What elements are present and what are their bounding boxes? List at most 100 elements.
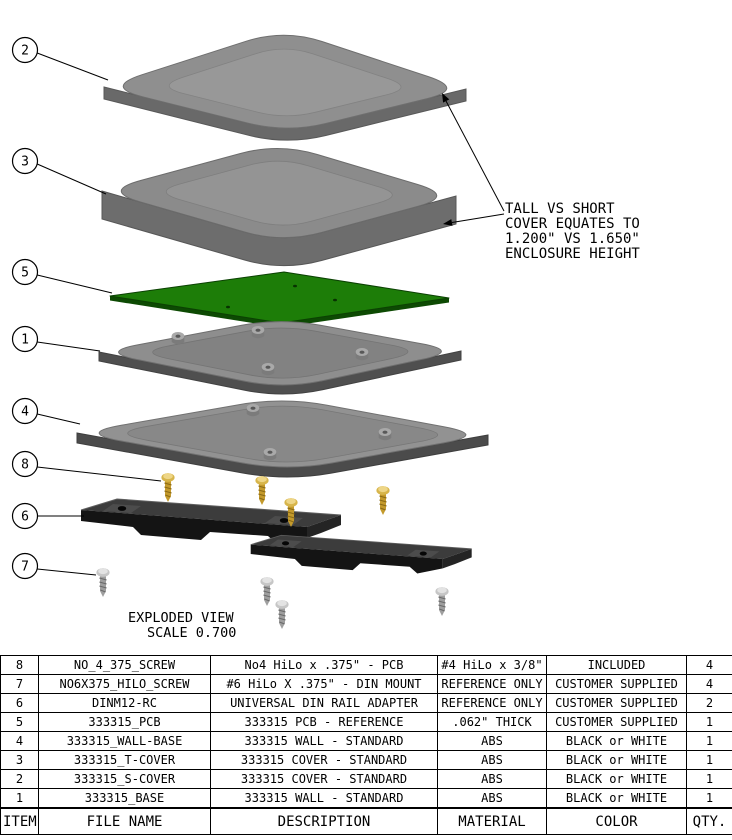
bom-row-6: 6 DINM12-RC UNIVERSAL DIN RAIL ADAPTER R… [0, 693, 732, 713]
standoff-boss [246, 404, 260, 417]
din-rail-adapter [250, 534, 473, 574]
balloon-label: 8 [21, 458, 29, 473]
bom-row-5: 5 333315_PCB 333315 PCB - REFERENCE .062… [0, 712, 732, 732]
note-line: TALL VS SHORT [505, 201, 615, 217]
balloon-5: 5 [11, 258, 39, 286]
standoff-boss [378, 428, 392, 441]
cell-qty: 1 [686, 712, 732, 732]
short-cover-plateau [168, 48, 402, 117]
balloon-circle [11, 552, 39, 580]
note-arrows [442, 93, 505, 226]
cell-description: #6 HiLo X .375" - DIN MOUNT [210, 674, 438, 694]
pcb-top [109, 271, 450, 324]
standoff-boss [171, 332, 185, 345]
base-interior [152, 327, 409, 379]
short-cover-part [103, 34, 467, 141]
note-arrow-line [445, 100, 505, 212]
balloon-label: 6 [21, 510, 29, 525]
cell-color: CUSTOMER SUPPLIED [546, 693, 687, 713]
cell-file-name: 333315_T-COVER [38, 750, 211, 770]
view-scale: SCALE 0.700 [147, 625, 236, 641]
cell-description: 333315 WALL - STANDARD [210, 731, 438, 751]
note-line: ENCLOSURE HEIGHT [505, 246, 640, 262]
col-header-file-name: FILE NAME [38, 807, 211, 835]
cover-height-note: TALL VS SHORT COVER EQUATES TO 1.200" VS… [505, 201, 640, 262]
cell-qty: 2 [686, 693, 732, 713]
cell-item: 8 [0, 655, 39, 675]
cell-material: ABS [437, 769, 547, 789]
col-header-qty: QTY. [686, 807, 732, 835]
leader-lines [37, 52, 162, 576]
leader-line [37, 466, 162, 482]
din-screw [434, 586, 450, 617]
cell-qty: 1 [686, 731, 732, 751]
cell-item: 6 [0, 693, 39, 713]
note-line: 1.200" VS 1.650" [505, 231, 640, 247]
balloon-label: 1 [21, 333, 29, 348]
balloon-6: 6 [11, 502, 39, 530]
cell-material: ABS [437, 788, 547, 809]
wall-base-part [76, 400, 489, 478]
cell-item: 5 [0, 712, 39, 732]
cell-qty: 4 [686, 655, 732, 675]
balloon-circle [11, 325, 39, 353]
note-arrowhead [442, 93, 450, 103]
cell-material: REFERENCE ONLY [437, 693, 547, 713]
tall-cover-plateau [165, 160, 393, 226]
balloon-7: 7 [11, 552, 39, 580]
bom-row-7: 7 NO6X375_HILO_SCREW #6 HiLo X .375" - D… [0, 674, 732, 694]
wall-base-interior [127, 405, 439, 463]
cell-file-name: DINM12-RC [38, 693, 211, 713]
cell-material: .062" THICK [437, 712, 547, 732]
balloon-circle [11, 502, 39, 530]
col-header-item: ITEM [0, 807, 39, 835]
cell-color: BLACK or WHITE [546, 750, 687, 770]
note-line: COVER EQUATES TO [505, 216, 640, 232]
balloon-label: 5 [21, 266, 29, 281]
cell-color: BLACK or WHITE [546, 769, 687, 789]
din-screw [95, 567, 111, 598]
leader-line [37, 341, 101, 352]
balloon-label: 4 [21, 405, 29, 420]
bom-row-3: 3 333315_T-COVER 333315 COVER - STANDARD… [0, 750, 732, 770]
pcb-screw [375, 485, 391, 516]
note-arrowhead [443, 219, 453, 226]
cell-file-name: 333315_BASE [38, 788, 211, 809]
cell-material: ABS [437, 731, 547, 751]
view-title: EXPLODED VIEW [128, 610, 235, 626]
cell-file-name: 333315_PCB [38, 712, 211, 732]
balloon-circle [11, 450, 39, 478]
cell-description: 333315 COVER - STANDARD [210, 750, 438, 770]
cell-description: UNIVERSAL DIN RAIL ADAPTER [210, 693, 438, 713]
leader-line [37, 568, 97, 576]
balloon-circle [11, 258, 39, 286]
cell-item: 3 [0, 750, 39, 770]
exploded-view-drawing: 2 3 5 1 4 8 6 7 TALL VS SHORT COVER EQUA… [11, 34, 640, 641]
pcb-part [109, 271, 450, 328]
leader-line [37, 163, 107, 195]
col-header-material: MATERIAL [437, 807, 547, 835]
cell-color: BLACK or WHITE [546, 731, 687, 751]
cell-file-name: 333315_WALL-BASE [38, 731, 211, 751]
balloon-circle [11, 397, 39, 425]
cell-material: ABS [437, 750, 547, 770]
col-header-color: COLOR [546, 807, 687, 835]
bom-row-8: 8 NO_4_375_SCREW No4 HiLo x .375" - PCB … [0, 655, 732, 675]
standoff-boss [263, 448, 277, 461]
din-screw [259, 576, 275, 607]
cell-item: 1 [0, 788, 39, 809]
cell-material: #4 HiLo x 3/8" [437, 655, 547, 675]
pcb-hole [293, 284, 297, 288]
bom-table: 8 NO_4_375_SCREW No4 HiLo x .375" - PCB … [0, 655, 732, 835]
col-header-description: DESCRIPTION [210, 807, 438, 835]
cell-description: 333315 COVER - STANDARD [210, 769, 438, 789]
cell-qty: 1 [686, 769, 732, 789]
cell-item: 7 [0, 674, 39, 694]
pcb-hole [226, 305, 230, 309]
pcb-screw [160, 472, 176, 503]
balloon-label: 2 [21, 44, 29, 59]
leader-line [37, 52, 109, 81]
pcb-side [110, 296, 449, 328]
cell-file-name: NO6X375_HILO_SCREW [38, 674, 211, 694]
